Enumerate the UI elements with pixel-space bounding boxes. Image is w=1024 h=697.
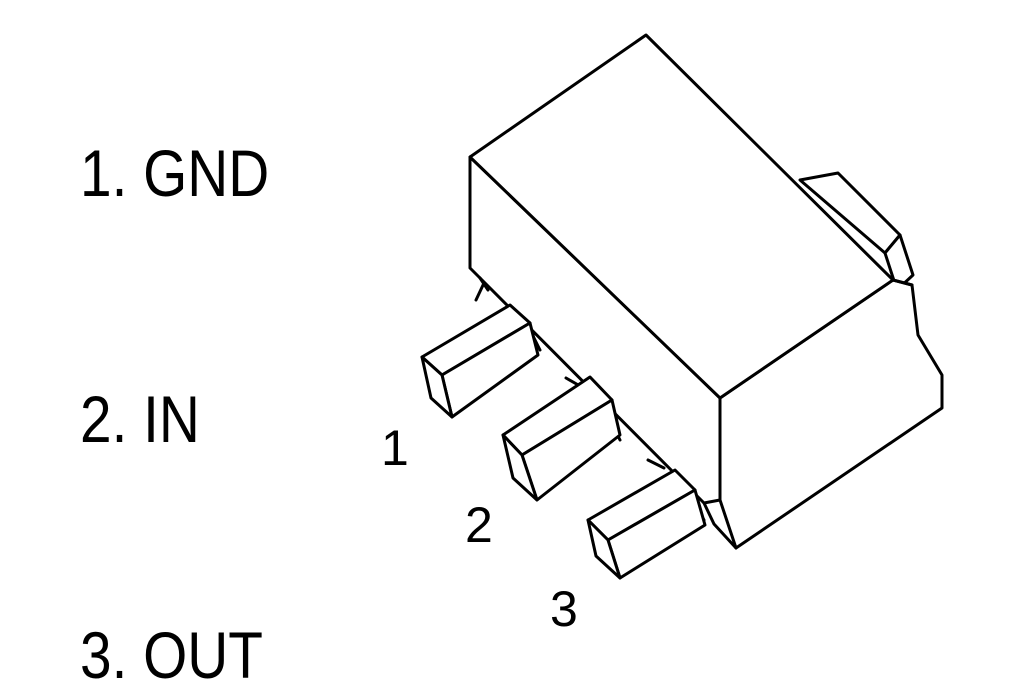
lead-3	[586, 458, 707, 580]
lead-1	[420, 281, 542, 419]
lead-number-1: 1	[381, 420, 409, 476]
pin-label-in: 2. IN	[80, 382, 200, 456]
package-body	[468, 33, 944, 550]
lead-number-2: 2	[465, 497, 493, 553]
lead-2	[501, 375, 622, 502]
lead-number-3: 3	[550, 581, 578, 637]
pin-label-out: 3. OUT	[80, 618, 263, 692]
body-tab-edge	[891, 278, 914, 287]
pin-label-gnd: 1. GND	[80, 136, 270, 210]
back-tab	[798, 171, 915, 292]
body-lower-edge-front	[702, 501, 738, 550]
